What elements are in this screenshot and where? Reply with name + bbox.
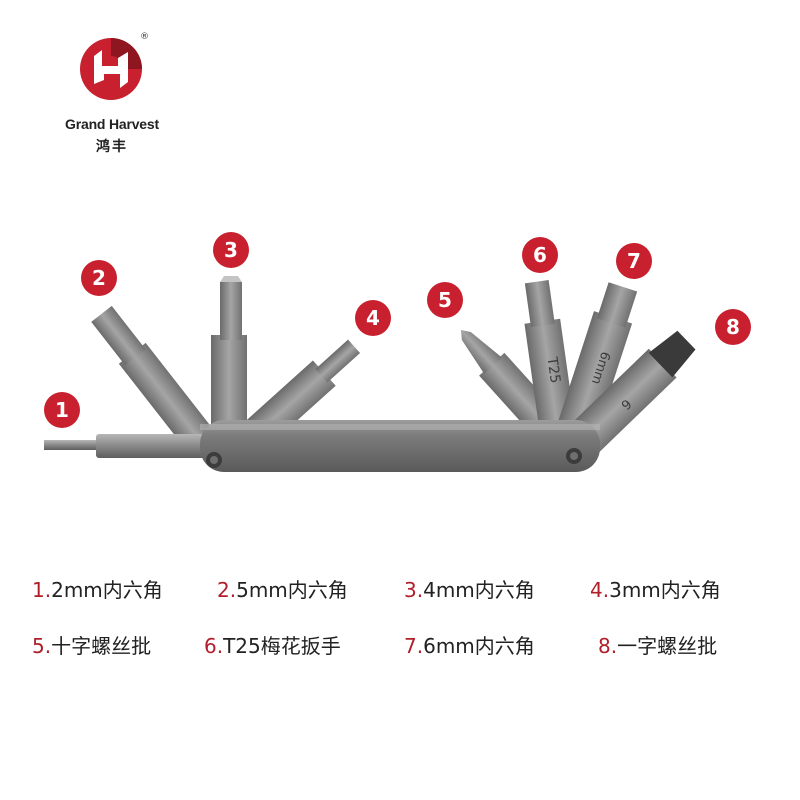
bit-4mm-hex [211,276,247,445]
legend-item: 4.3mm内六角 [590,578,721,602]
legend-item: 5.十字螺丝批 [32,634,152,658]
callout-6: 6 [522,237,558,273]
legend-item: 6.T25梅花扳手 [204,634,341,658]
tool-body [200,420,600,472]
brand-logo: ® Grand Harvest 鸿丰 [52,32,172,155]
legend-item: 3.4mm内六角 [404,578,535,602]
bit-6mm-hex: 6mm [553,282,638,450]
callout-1: 1 [44,392,80,428]
legend-item: 2.5mm内六角 [217,578,348,602]
legend-item: 1.2mm内六角 [32,578,163,602]
grand-harvest-logo-icon [80,38,142,100]
bit-2mm-hex [44,434,212,458]
callout-4: 4 [355,300,391,336]
svg-text:3: 3 [224,238,238,262]
svg-text:6: 6 [533,243,547,267]
legend-row-2: 5.十字螺丝批 6.T25梅花扳手 7.6mm内六角 8.一字螺丝批 [32,630,792,670]
svg-text:7: 7 [627,249,641,273]
callout-5: 5 [427,282,463,318]
registered-mark: ® [140,32,149,42]
brand-name-en: Grand Harvest [65,116,159,132]
callout-2: 2 [81,260,117,296]
brand-name-cn: 鸿丰 [96,139,128,155]
callout-7: 7 [616,243,652,279]
svg-text:8: 8 [726,315,740,339]
svg-text:1: 1 [55,398,69,422]
callout-8: 8 [715,309,751,345]
bit-5mm-hex [91,305,215,453]
legend-row-1: 1.2mm内六角 2.5mm内六角 3.4mm内六角 4.3mm内六角 [32,574,792,614]
multitool-image: T25 6mm 6 1 2 3 4 [44,232,751,472]
svg-text:2: 2 [92,266,106,290]
t25-marking: T25 [543,355,563,384]
svg-text:5: 5 [438,288,452,312]
legend-item: 7.6mm内六角 [404,634,535,658]
legend-item: 8.一字螺丝批 [598,634,718,658]
svg-text:4: 4 [366,306,380,330]
callout-3: 3 [213,232,249,268]
